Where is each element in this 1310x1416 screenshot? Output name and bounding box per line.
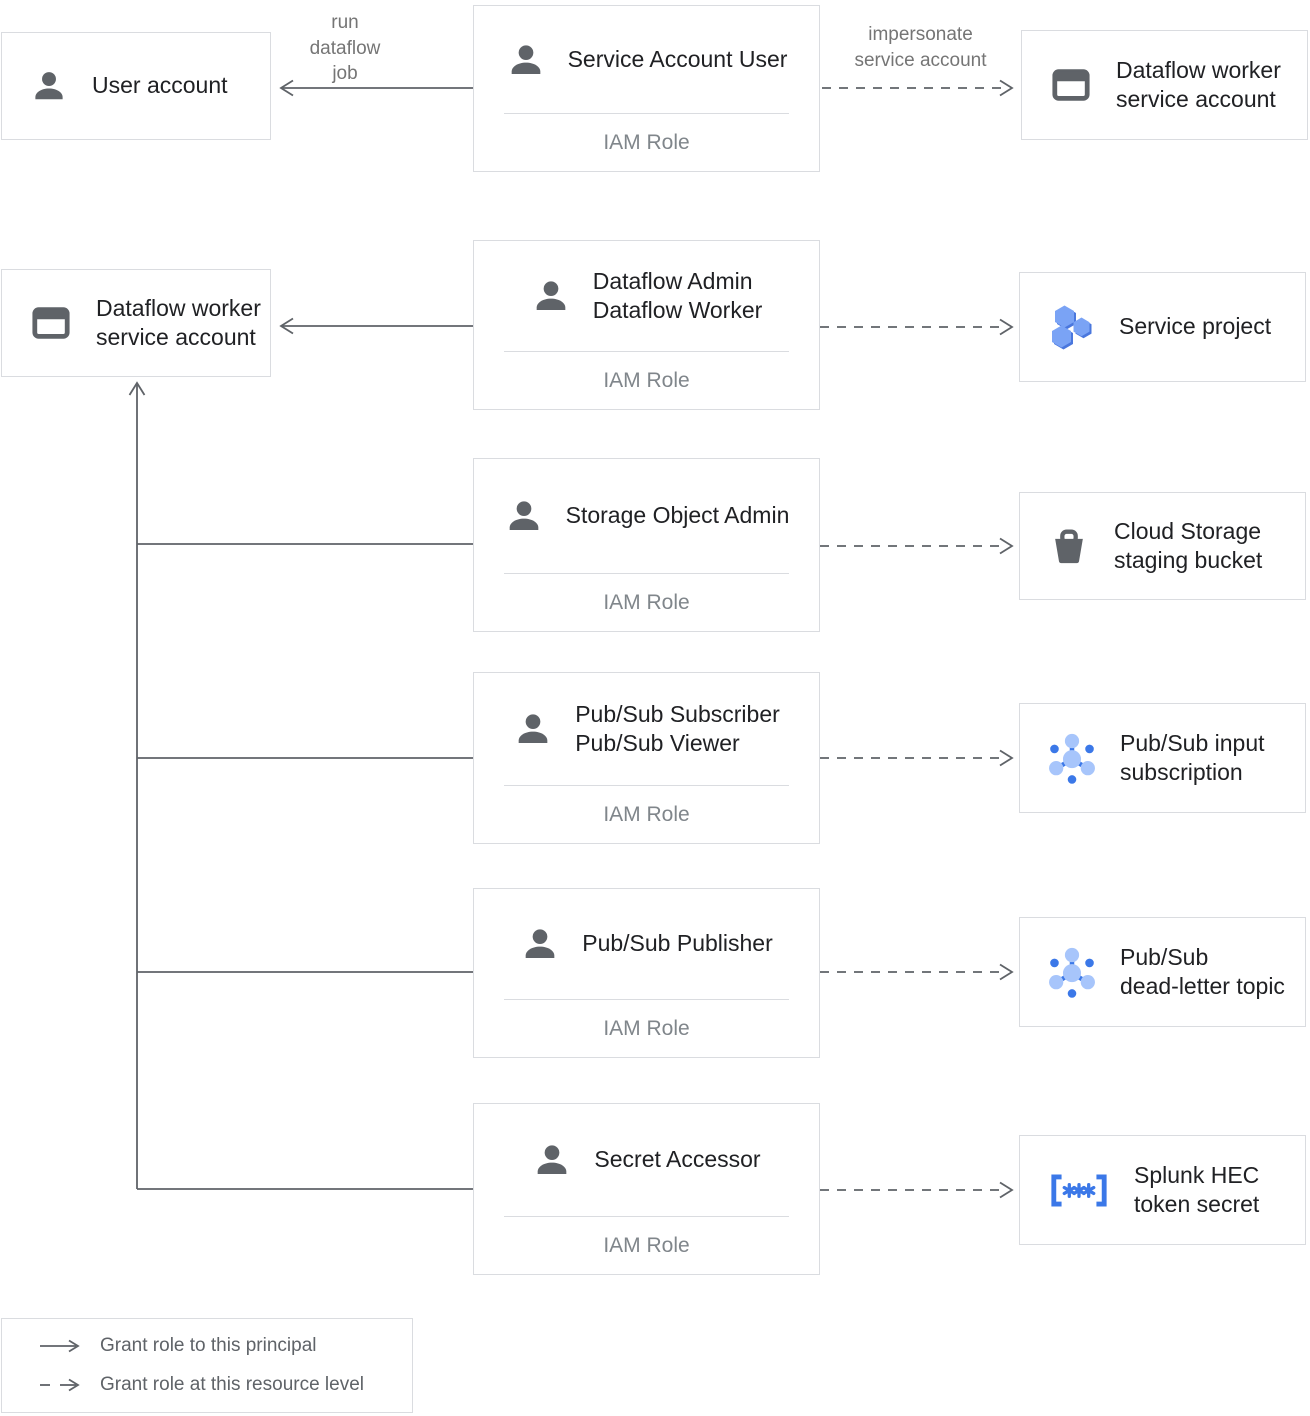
resource-box-staging-bucket: Cloud Storage staging bucket [1019, 492, 1306, 600]
dataflow-worker-sa-label: Dataflow worker service account [96, 294, 261, 350]
legend: Grant role to this principal Grant role … [1, 1318, 413, 1413]
arrowhead-impersonate [999, 79, 1014, 97]
person-icon [538, 1145, 567, 1174]
resource-label: Pub/Sub dead-letter topic [1120, 943, 1285, 999]
dataflow-worker-sa-box: Dataflow worker service account [1, 269, 271, 377]
arrowhead-staging-bucket [999, 537, 1014, 555]
divider [504, 351, 789, 352]
arrowhead-input-subscription [999, 749, 1014, 767]
arrowhead-trunk-up [128, 381, 146, 396]
storage-bucket-icon [1055, 529, 1083, 564]
divider [504, 113, 789, 114]
role-box-pubsub-publisher: Pub/Sub Publisher IAM Role [473, 888, 820, 1058]
divider [504, 785, 789, 786]
role-title: Pub/Sub Subscriber Pub/Sub Viewer [575, 700, 780, 756]
user-account-box: User account [1, 32, 271, 140]
person-icon [509, 501, 538, 530]
divider [504, 1216, 789, 1217]
resource-box-dead-letter-topic: Pub/Sub dead-letter topic [1019, 917, 1306, 1027]
divider [504, 573, 789, 574]
resource-label: Cloud Storage staging bucket [1114, 517, 1263, 573]
role-box-storage-object-admin: Storage Object Admin IAM Role [473, 458, 820, 632]
person-icon [536, 281, 566, 310]
person-icon [511, 44, 540, 74]
resource-label: Dataflow worker service account [1116, 56, 1281, 112]
arrowhead-dead-letter-topic [999, 963, 1014, 981]
iam-role-label: IAM Role [603, 368, 690, 392]
service-account-icon [1052, 69, 1090, 101]
role-box-service-account-user: Service Account User IAM Role [473, 5, 820, 172]
legend-dashed-label: Grant role at this resource level [100, 1374, 365, 1395]
person-icon [518, 714, 548, 743]
arrowhead-roles-to-sa [279, 317, 294, 335]
dashed-arrow-icon [40, 1378, 80, 1392]
person-icon [35, 72, 63, 100]
person-icon [525, 929, 555, 958]
edge-label-impersonate: impersonate service account [854, 24, 987, 71]
iam-role-label: IAM Role [603, 802, 690, 826]
arrowhead-service-project [999, 318, 1014, 336]
role-title: Dataflow Admin Dataflow Worker [592, 267, 763, 323]
pubsub-icon [1049, 733, 1095, 784]
role-title: Storage Object Admin [565, 502, 790, 529]
arrowhead-run-dataflow-job [279, 79, 294, 97]
resource-box-token-secret: Splunk HEC token secret [1019, 1135, 1306, 1245]
role-box-dataflow-admin-worker: Dataflow Admin Dataflow Worker IAM Role [473, 240, 820, 410]
role-box-pubsub-subscriber-viewer: Pub/Sub Subscriber Pub/Sub Viewer IAM Ro… [473, 672, 820, 844]
iam-role-label: IAM Role [603, 130, 690, 154]
legend-solid-label: Grant role to this principal [100, 1335, 317, 1356]
iam-role-label: IAM Role [603, 590, 690, 614]
divider [504, 999, 789, 1000]
iam-role-label: IAM Role [603, 1233, 690, 1257]
role-title: Pub/Sub Publisher [582, 930, 773, 957]
project-icon [1052, 305, 1092, 349]
legend-row-solid: Grant role to this principal [38, 1335, 412, 1357]
edge-label-run-dataflow-job: run dataflow job [309, 12, 381, 85]
secret-icon [1051, 1174, 1107, 1206]
role-title: Service Account User [567, 45, 788, 72]
service-account-icon [32, 307, 70, 339]
arrowhead-token-secret [999, 1181, 1014, 1199]
legend-row-dashed: Grant role at this resource level [38, 1374, 412, 1396]
resource-label: Splunk HEC token secret [1134, 1161, 1260, 1217]
iam-role-label: IAM Role [603, 1016, 690, 1040]
resource-label: Service project [1119, 313, 1272, 340]
role-box-secret-accessor: Secret Accessor IAM Role [473, 1103, 820, 1275]
resource-box-input-subscription: Pub/Sub input subscription [1019, 703, 1306, 813]
resource-box-dataflow-worker-sa: Dataflow worker service account [1021, 30, 1308, 140]
resource-label: Pub/Sub input subscription [1120, 729, 1265, 785]
resource-box-service-project: Service project [1019, 272, 1306, 382]
solid-arrow-icon [40, 1339, 80, 1353]
role-title: Secret Accessor [594, 1146, 761, 1173]
pubsub-icon [1049, 947, 1095, 998]
user-account-label: User account [92, 72, 228, 99]
